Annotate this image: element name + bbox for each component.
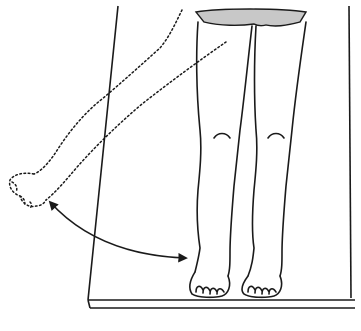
garment-band: [196, 9, 306, 26]
motion-arrow-icon: [50, 202, 186, 258]
left-foot-toes: [196, 286, 224, 294]
abducted-leg-outline-icon: [10, 10, 226, 208]
table-right-edge: [349, 6, 351, 298]
table-front-corner: [88, 300, 90, 308]
right-leg-knee-contour: [268, 134, 284, 139]
right-leg-outer-contour: [280, 22, 306, 276]
left-leg-outer-contour: [195, 22, 201, 272]
right-foot-toes: [248, 286, 276, 294]
left-leg-icon: [190, 22, 252, 297]
table-left-edge: [88, 6, 118, 300]
right-leg-icon: [242, 22, 306, 297]
abducted-toes: [12, 182, 32, 208]
treatment-table-icon: [88, 6, 355, 308]
left-leg-inner-contour: [228, 26, 252, 276]
right-leg-inner-contour: [248, 26, 257, 276]
left-leg-knee-contour: [214, 134, 230, 139]
abducted-foot-contour: [10, 173, 46, 206]
abducted-leg-upper-contour: [34, 10, 182, 174]
